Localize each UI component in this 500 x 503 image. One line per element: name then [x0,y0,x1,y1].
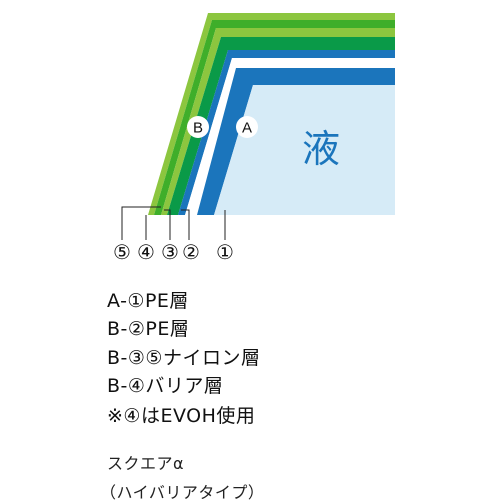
leader-line-3 [164,209,171,240]
layer-number-3: ③ [161,240,179,264]
leader-line-2 [181,209,190,240]
liquid-area [214,85,395,215]
legend-line-b4: B-④バリア層 [107,375,224,397]
leader-lines [121,206,226,240]
layer-number-5: ⑤ [113,240,131,264]
layer-1-pe [197,68,395,215]
layer-number-1: ① [216,240,234,264]
liquid-label: 液 [302,127,340,171]
legend-line-b2: B-②PE層 [107,318,190,340]
group-b-marker: B [187,116,209,138]
legend-note-evoh: ※④はEVOH使用 [107,405,256,427]
leader-line-5 [121,206,161,240]
product-name: スクエアα [107,454,185,473]
legend-line-b35: B-③⑤ナイロン層 [107,347,261,369]
legend-line-a1: A-①PE層 [107,290,189,312]
layer-number-2: ② [182,240,200,264]
product-type: （ハイバリアタイプ） [100,483,265,502]
layer-number-4: ④ [137,240,155,264]
group-a-label: A [242,120,252,137]
layer-structure-diagram: B A 液 ⑤ ④ ③ ② ① [113,13,395,264]
group-b-label: B [193,120,203,137]
group-a-marker: A [236,116,258,138]
